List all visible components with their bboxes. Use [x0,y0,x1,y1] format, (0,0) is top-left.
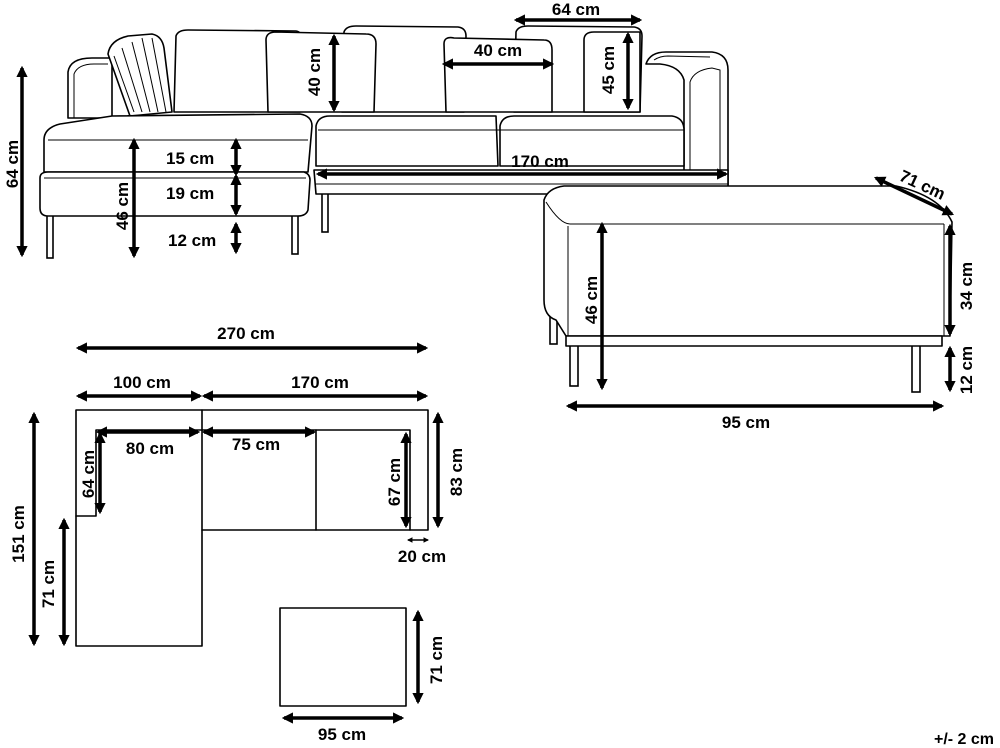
ottoman-plan-outline [279,607,407,707]
section-width-label: 170 cm [511,152,569,171]
plan-arm-width-label: 20 cm [398,547,446,566]
ottoman-body [543,185,953,337]
leg-height-label: 12 cm [168,231,216,250]
sofa-leg [321,189,329,233]
chaise-seat-cushion [43,113,313,173]
ottoman-plan-depth-label: 71 cm [427,636,446,684]
back-cushion-width-label: 64 cm [552,0,600,19]
right-arm [645,51,729,189]
ottoman-leg-height-label: 12 cm [957,346,976,394]
cushion-thickness-label: 15 cm [166,149,214,168]
sofa-leg [291,213,299,255]
plan-chaise-width-label: 100 cm [113,373,171,392]
ottoman-frame [565,335,943,347]
chaise-base [39,171,311,217]
left-arm [67,57,113,119]
plan-sofa-width-label: 170 cm [291,373,349,392]
ottoman-plan-width-label: 95 cm [318,725,366,744]
total-height-label: 64 cm [3,140,22,188]
plan-chaise-lower-depth-label: 71 cm [39,560,58,608]
plan-chaise-inner-width-label: 80 cm [126,439,174,458]
dim-arrow [873,176,955,216]
sofa-front-view [39,25,729,259]
striped-pillow [107,33,173,117]
ottoman-width-label: 95 cm [722,413,770,432]
pillow-height-label: 40 cm [305,48,324,96]
sofa-leg [46,213,54,259]
pillow-width-label: 40 cm [474,41,522,60]
throw-pillow [443,36,553,113]
seat-cushion [315,115,499,167]
plan-seat-width-label: 75 cm [232,435,280,454]
plan-seat-depth-label: 67 cm [385,458,404,506]
seat-height-label: 46 cm [113,182,132,230]
throw-pillow [265,31,377,113]
plan-chaise-inner-depth-label: 64 cm [79,450,98,498]
ottoman-height-label: 46 cm [582,276,601,324]
plan-total-width-label: 270 cm [217,324,275,343]
sofa-dimensions: 64 cm 46 cm 15 cm 19 cm 12 cm 40 cm 40 c… [3,0,729,259]
ottoman-body-height-label: 34 cm [957,262,976,310]
plan-total-depth-label: 151 cm [9,505,28,563]
plan-sofa-depth-label: 83 cm [447,448,466,496]
back-cushion-height-label: 45 cm [599,46,618,94]
base-height-label: 19 cm [166,184,214,203]
tolerance-note: +/- 2 cm [934,731,994,748]
ottoman-view [543,185,953,393]
ottoman-plan-view: 71 cm 95 cm [279,607,446,744]
plan-dimensions: 270 cm 100 cm 170 cm 80 cm 75 cm 151 cm … [9,324,466,647]
